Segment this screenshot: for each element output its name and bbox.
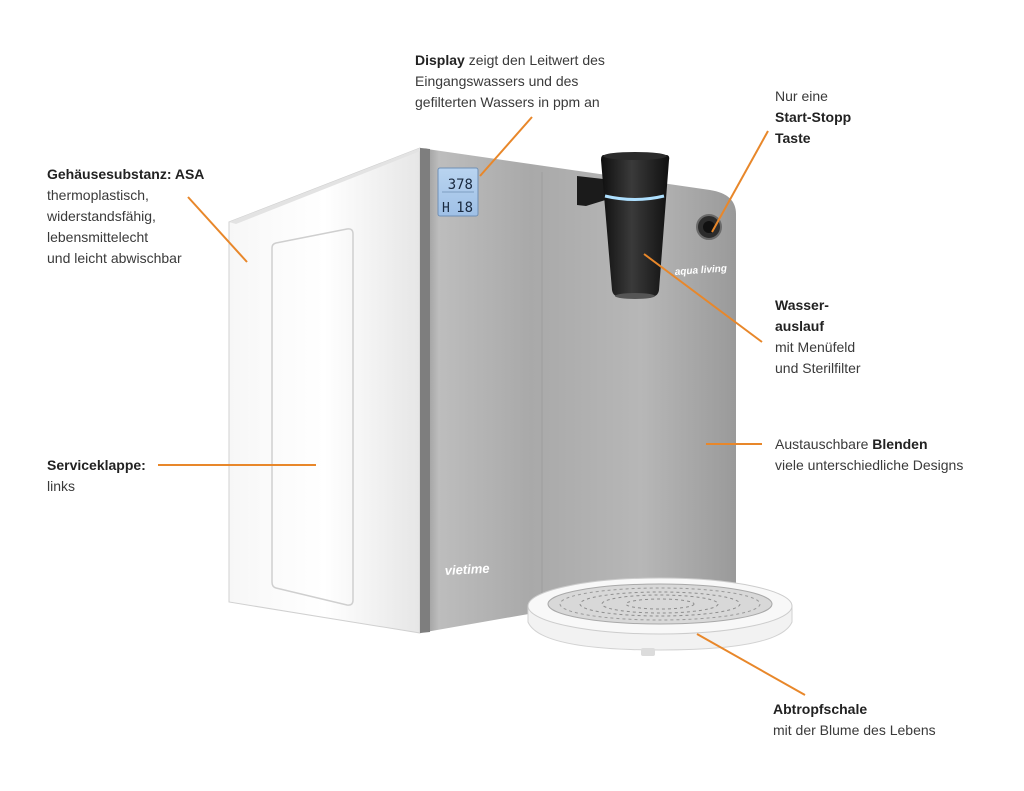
annotation-button-line1: Nur eine xyxy=(775,88,828,104)
annotation-service-line2: links xyxy=(47,478,76,494)
lcd-bottom-prefix: H xyxy=(442,201,450,216)
leader-tray xyxy=(696,633,806,696)
leader-spout xyxy=(643,253,763,343)
annotation-spout: Wasser- auslauf mit Menüfeld und Sterilf… xyxy=(775,295,861,379)
annotation-display-title: Display xyxy=(415,52,465,68)
annotation-service: Serviceklappe: links xyxy=(47,455,146,497)
annotation-button: Nur eine Start-Stopp Taste xyxy=(775,86,851,149)
annotation-panels-line2: viele unterschiedliche Designs xyxy=(775,457,964,473)
annotation-service-title: Serviceklappe: xyxy=(47,457,146,473)
lcd-top-value: 378 xyxy=(448,177,473,193)
annotation-button-title2: Taste xyxy=(775,130,811,146)
annotation-button-title1: Start-Stopp xyxy=(775,109,852,125)
annotation-panels: Austauschbare Blenden viele unterschiedl… xyxy=(775,434,963,476)
annotation-housing: Gehäusesubstanz: ASA thermoplastisch, wi… xyxy=(47,164,204,269)
annotation-tray-title: Abtropfschale xyxy=(773,701,868,717)
brand-aqua-living: aqua living xyxy=(674,263,727,278)
annotation-display-line1: zeigt den Leitwert des xyxy=(464,52,605,68)
annotation-display: Display zeigt den Leitwert des Eingangsw… xyxy=(415,50,605,113)
annotation-housing-line4: lebensmittelecht xyxy=(47,229,149,245)
brand-vietime: vietime xyxy=(444,561,490,578)
annotation-spout-title2: auslauf xyxy=(775,318,825,334)
lcd-display xyxy=(437,167,479,217)
annotation-display-line2: Eingangswassers und des xyxy=(415,73,579,89)
leader-display xyxy=(479,116,533,177)
drip-tray xyxy=(527,577,793,656)
annotation-tray: Abtropfschale mit der Blume des Lebens xyxy=(773,699,936,741)
annotation-spout-title1: Wasser- xyxy=(775,297,829,313)
annotation-tray-line2: mit der Blume des Lebens xyxy=(773,722,936,738)
service-door xyxy=(271,228,354,606)
leader-button xyxy=(711,130,769,233)
annotation-housing-line3: widerstandsfähig, xyxy=(47,208,156,224)
annotation-panels-prefix: Austauschbare xyxy=(775,436,873,452)
annotation-display-line3: gefilterten Wassers in ppm an xyxy=(415,94,600,110)
annotation-spout-line3: mit Menüfeld xyxy=(775,339,856,355)
annotation-panels-title: Blenden xyxy=(872,436,928,452)
leader-housing xyxy=(187,196,248,263)
annotation-housing-line5: und leicht abwischbar xyxy=(47,250,182,266)
lcd-bottom-value: 18 xyxy=(456,200,473,216)
annotation-spout-line4: und Sterilfilter xyxy=(775,360,861,376)
water-spout xyxy=(601,152,670,299)
annotation-housing-title: Gehäusesubstanz: ASA xyxy=(47,166,205,182)
annotation-housing-line2: thermoplastisch, xyxy=(47,187,149,203)
